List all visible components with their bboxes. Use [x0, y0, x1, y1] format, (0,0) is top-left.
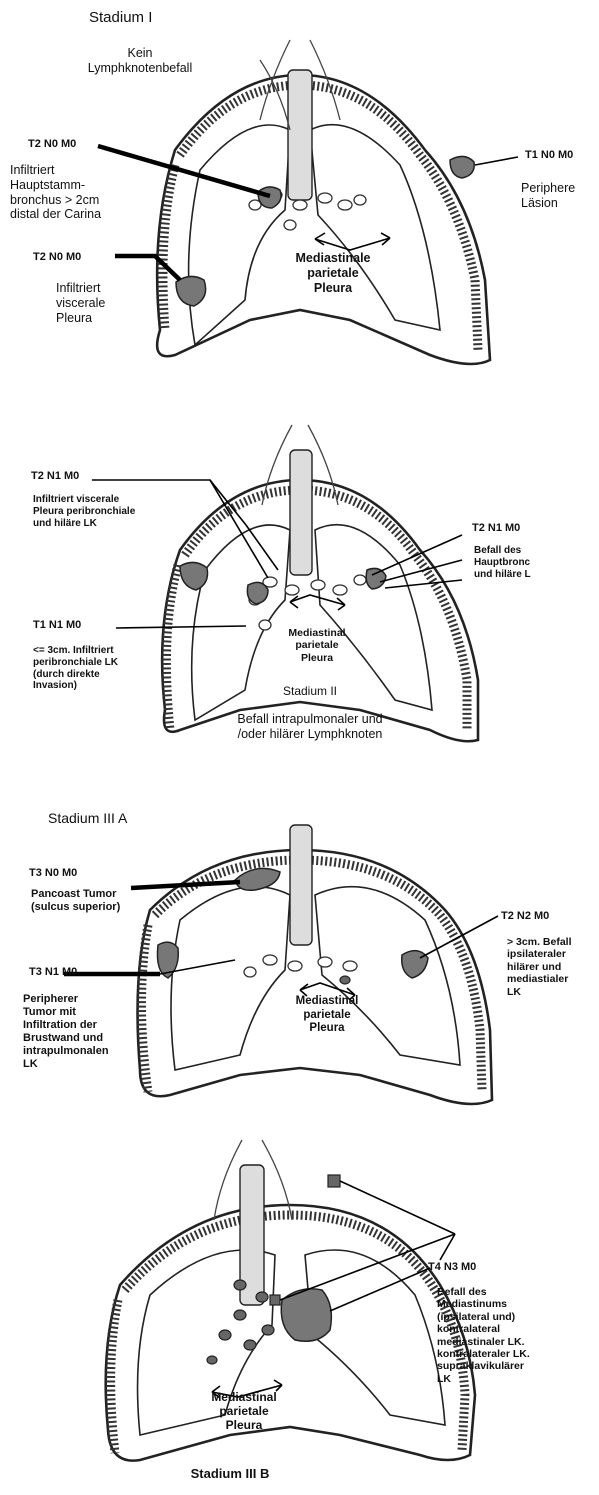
stage-3a-label-b-code: T3 N1 M0: [29, 966, 77, 979]
stage-1-label-c-code: T1 N0 M0: [525, 149, 573, 162]
stage-2-stage-title: Stadium II: [265, 684, 355, 698]
stage-1-label-b-code: T2 N0 M0: [33, 251, 81, 264]
stage-3a-label-a-code: T3 N0 M0: [29, 867, 77, 880]
stage-3a-label-a-text: Pancoast Tumor (sulcus superior): [31, 888, 120, 914]
stage-1-subtitle: Kein Lymphknotenbefall: [60, 46, 220, 76]
stage-3a-label-c-text: > 3cm. Befall ipsilateraler hilärer und …: [507, 936, 572, 998]
stage-1-label-c-text: Periphere Läsion: [521, 181, 575, 211]
stage-2-label-c-text: Befall des Hauptbronc und hiläre L: [474, 545, 531, 580]
stage-2-label-b-text: <= 3cm. Infiltriert peribronchiale LK (d…: [33, 645, 118, 692]
stage-3a-label-b-text: Peripherer Tumor mit Infiltration der Br…: [23, 993, 109, 1071]
stage-2-label-c-code: T2 N1 M0: [472, 522, 520, 535]
stage-2-label-b-code: T1 N1 M0: [33, 619, 81, 632]
stage-3b-panel: T4 N3 M0 Befall des Mediastinums (ipsila…: [0, 1135, 599, 1495]
stage-3b-label-code: T4 N3 M0: [428, 1261, 476, 1274]
stage-3a-panel: Stadium III A T3 N0 M0 Pancoast Tumor (s…: [0, 800, 599, 1130]
stage-1-title: Stadium I: [89, 9, 152, 27]
stage-1-center-label: Mediastinale parietale Pleura: [288, 251, 378, 295]
stage-3b-stage-title: Stadium III B: [175, 1466, 285, 1481]
stage-1-panel: Stadium I Kein Lymphknotenbefall T2 N0 M…: [0, 0, 599, 380]
stage-2-label-a-text: Infiltriert viscerale Pleura peribronchi…: [33, 494, 135, 529]
stage-3a-label-c-code: T2 N2 M0: [501, 910, 549, 923]
stage-3b-center-label: Mediastinal parietale Pleura: [203, 1390, 285, 1432]
tumor-t1-peripheral: [450, 156, 474, 178]
stage-1-label-a-text: Infiltriert Hauptstamm- bronchus > 2cm d…: [10, 163, 101, 222]
stage-2-caption: Befall intrapulmonaler und /oder hilärer…: [205, 712, 415, 742]
stage-3a-center-label: Mediastinal parietale Pleura: [287, 995, 367, 1036]
stage-3b-label-text: Befall des Mediastinums (ipsilateral und…: [437, 1286, 530, 1385]
stage-3a-title: Stadium III A: [48, 810, 127, 827]
stage-2-center-label: Mediastinal parietale Pleura: [277, 627, 357, 664]
stage-2-panel: T2 N1 M0 Infiltriert viscerale Pleura pe…: [0, 410, 599, 780]
stage-1-label-b-text: Infiltriert viscerale Pleura: [56, 281, 105, 325]
stage-2-label-a-code: T2 N1 M0: [31, 470, 79, 483]
stage-1-label-a-code: T2 N0 M0: [28, 138, 76, 151]
